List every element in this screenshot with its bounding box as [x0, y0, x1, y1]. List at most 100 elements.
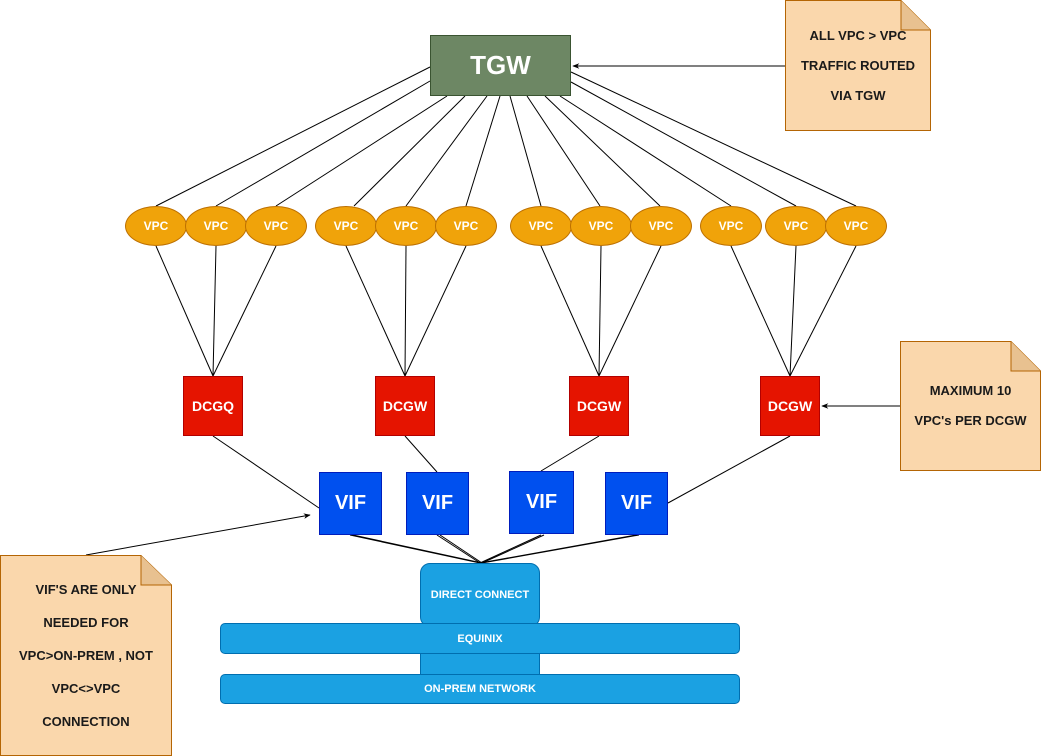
vpc-node[interactable]: VPC — [315, 206, 377, 246]
vpc-node[interactable]: VPC — [375, 206, 437, 246]
vif-label: VIF — [421, 492, 454, 514]
vpc-node[interactable]: VPC — [825, 206, 887, 246]
dcgw-note[interactable]: MAXIMUM 10 VPC's PER DCGW — [900, 341, 1041, 471]
note-shape — [0, 555, 172, 756]
tgw-note[interactable]: ALL VPC > VPC TRAFFIC ROUTED VIA TGW — [785, 0, 931, 131]
vpc-dcgw-link — [730, 245, 791, 377]
dcgw-node[interactable]: DCGW — [760, 376, 820, 436]
note-line: TRAFFIC ROUTED — [800, 57, 916, 73]
vpc-label: VPC — [203, 219, 229, 233]
vpc-node[interactable]: VPC — [125, 206, 187, 246]
vpc-node[interactable]: VPC — [245, 206, 307, 246]
vif-directconnect-link — [481, 534, 640, 564]
note-line: VPC<>VPC — [51, 681, 121, 696]
vpc-dcgw-link — [345, 245, 406, 377]
dcgw-vif-link — [540, 435, 600, 472]
vpc-label: VPC — [333, 219, 359, 233]
note-line: NEEDED FOR — [43, 615, 129, 630]
vif-label: VIF — [334, 492, 367, 514]
note-line: VIA TGW — [830, 87, 886, 103]
tgw-vpc-link — [155, 66, 431, 207]
vif-directconnect-link — [479, 534, 542, 564]
vpc-label: VPC — [718, 219, 744, 233]
vif-note[interactable]: VIF'S ARE ONLY NEEDED FOR VPC>ON-PREM , … — [0, 555, 172, 756]
tgw-vpc-link — [544, 95, 661, 207]
vif-label: VIF — [525, 491, 558, 513]
vif-label: VIF — [620, 492, 653, 514]
tgw-vpc-link — [465, 95, 501, 207]
vpc-node[interactable]: VPC — [185, 206, 247, 246]
dcgw-label: DCGQ — [192, 398, 234, 414]
note-line: MAXIMUM 10 — [929, 383, 1012, 398]
dcgw-node[interactable]: DCGW — [375, 376, 435, 436]
note-line: VIF'S ARE ONLY — [35, 582, 137, 597]
vpc-node[interactable]: VPC — [510, 206, 572, 246]
tgw-vpc-link — [353, 95, 466, 207]
dcgw-label: DCGW — [767, 398, 813, 414]
dcgw-label: DCGW — [382, 398, 428, 414]
vpc-dcgw-link — [212, 245, 217, 377]
vpc-label: VPC — [143, 219, 169, 233]
vpc-node[interactable]: VPC — [435, 206, 497, 246]
vif-directconnect-link — [436, 534, 481, 564]
vpc-label: VPC — [263, 219, 289, 233]
tgw-label: TGW — [470, 50, 531, 80]
tgw-vpc-link — [509, 95, 542, 207]
vif-directconnect-link — [352, 534, 483, 564]
vif-directconnect-link — [439, 534, 483, 564]
tgw-node[interactable]: TGW — [430, 35, 571, 96]
direct-connect-label: DIRECT CONNECT — [430, 589, 530, 601]
tgw-vpc-link — [215, 80, 431, 207]
equinix-label: EQUINIX — [457, 632, 503, 645]
vpc-label: VPC — [648, 219, 674, 233]
vif-node[interactable]: VIF — [319, 472, 382, 535]
tgw-vpc-link — [275, 95, 448, 207]
vpc-dcgw-link — [404, 245, 467, 377]
vif-node[interactable]: VIF — [605, 472, 668, 535]
vpc-dcgw-link — [598, 245, 602, 377]
dcgw-label: DCGW — [576, 398, 622, 414]
vif-node[interactable]: VIF — [406, 472, 469, 535]
vif-directconnect-link — [481, 534, 545, 564]
vpc-dcgw-link — [404, 245, 407, 377]
vpc-dcgw-link — [212, 245, 277, 377]
vpc-dcgw-link — [789, 245, 857, 377]
vif-node[interactable]: VIF — [509, 471, 574, 534]
vpc-label: VPC — [843, 219, 869, 233]
note-line: CONNECTION — [42, 714, 130, 729]
vpc-label: VPC — [528, 219, 554, 233]
vpc-dcgw-link — [789, 245, 797, 377]
vpc-label: VPC — [453, 219, 479, 233]
vpc-dcgw-link — [540, 245, 600, 377]
tgw-vpc-link — [570, 71, 857, 207]
vpc-label: VPC — [393, 219, 419, 233]
vpc-node[interactable]: VPC — [700, 206, 762, 246]
direct-connect-node[interactable]: DIRECT CONNECT — [420, 563, 540, 627]
vpc-node[interactable]: VPC — [765, 206, 827, 246]
tgw-vpc-link — [559, 95, 732, 207]
note-shape — [900, 341, 1041, 471]
equinix-node[interactable]: EQUINIX — [220, 623, 740, 654]
dcgw-node[interactable]: DCGQ — [183, 376, 243, 436]
note-line: VPC's PER DCGW — [914, 413, 1027, 428]
vpc-node[interactable]: VPC — [630, 206, 692, 246]
note-shape — [785, 0, 931, 131]
vpc-label: VPC — [588, 219, 614, 233]
vpc-dcgw-link — [598, 245, 662, 377]
on-prem-network-label: ON-PREM NETWORK — [424, 683, 536, 695]
equinix-onprem-connector — [420, 650, 540, 678]
dcgw-vif-link — [667, 435, 791, 504]
vpc-label: VPC — [783, 219, 809, 233]
vpc-dcgw-link — [155, 245, 214, 377]
dcgw-node[interactable]: DCGW — [569, 376, 629, 436]
dcgw-vif-link — [212, 435, 320, 509]
tgw-vpc-link — [526, 95, 601, 207]
tgw-vpc-link — [570, 81, 797, 207]
vpc-node[interactable]: VPC — [570, 206, 632, 246]
dcgw-vif-link — [404, 435, 438, 473]
on-prem-network-node[interactable]: ON-PREM NETWORK — [220, 674, 740, 704]
tgw-vpc-link — [405, 95, 488, 207]
note-line: ALL VPC > VPC — [809, 27, 907, 43]
